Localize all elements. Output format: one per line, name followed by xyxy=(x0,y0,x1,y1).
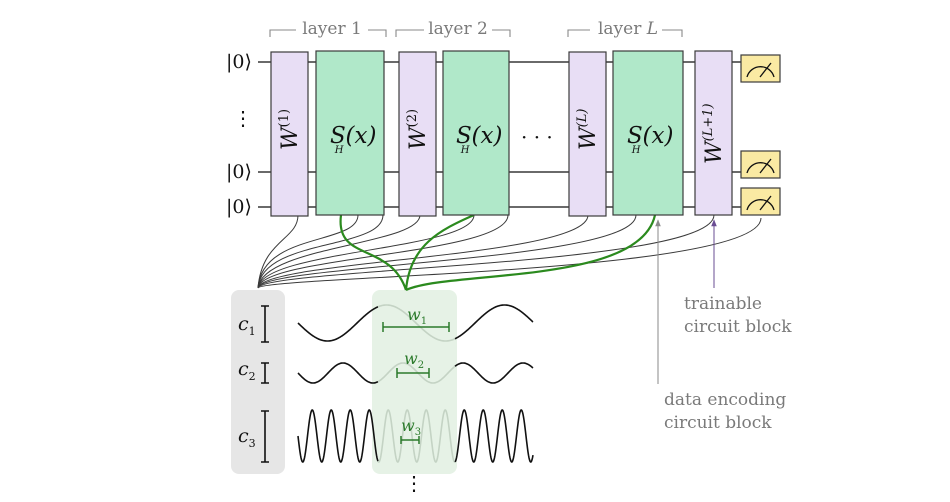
layer-2-label: layer 2 xyxy=(428,19,488,39)
wave-c2 xyxy=(297,362,379,384)
encoding-annotation-line1: data encoding xyxy=(664,390,786,410)
encoding-block-L xyxy=(612,50,684,216)
layer-bracket-1 xyxy=(269,29,387,37)
coefficient-c2: c2 xyxy=(238,358,256,383)
meter-icon xyxy=(746,199,775,211)
frequency-markers xyxy=(382,322,450,444)
encoding-block-1 xyxy=(315,50,385,216)
meter-icon xyxy=(746,162,775,174)
ket-zero-mid: |0⟩ xyxy=(226,161,252,183)
layer-hdots: · · · xyxy=(521,125,553,149)
trainable-block-w2 xyxy=(398,51,437,217)
trainable-block-w1 xyxy=(270,51,309,217)
wave-c1 xyxy=(377,304,456,342)
coefficient-connectors xyxy=(257,214,762,289)
trainable-label-wL: W(L) xyxy=(575,109,601,150)
trainable-annotation-line1: trainable xyxy=(684,294,762,314)
frequency-w2: w2 xyxy=(404,349,424,371)
meter-icon xyxy=(746,66,775,78)
trainable-label-w2: W(2) xyxy=(405,109,431,150)
wave-c3 xyxy=(297,409,379,463)
measurement-bot xyxy=(740,187,781,216)
wave-c1 xyxy=(297,306,379,342)
fourier-waves xyxy=(297,304,534,463)
layer-L-label: layer L xyxy=(598,19,658,39)
qubit-vdots: ⋮ xyxy=(233,106,253,130)
trainable-label-w1: W(1) xyxy=(277,109,303,150)
trainable-block-wL xyxy=(568,51,607,217)
trainable-block-wL1 xyxy=(694,50,733,216)
layer-bracket-L xyxy=(567,29,683,37)
wave-c2 xyxy=(454,362,534,384)
layer-1-label: layer 1 xyxy=(302,19,362,39)
amplitude-bars xyxy=(261,305,269,463)
wave-c1 xyxy=(454,304,534,340)
wave-c3 xyxy=(454,409,534,463)
frequency-w3: w3 xyxy=(401,416,421,438)
trainable-annotation-line2: circuit block xyxy=(684,317,792,337)
encoding-annotation-line2: circuit block xyxy=(664,413,772,433)
wave-c2 xyxy=(377,362,456,384)
frequency-connectors xyxy=(339,213,657,292)
coefficient-c3: c3 xyxy=(238,425,256,450)
ket-zero-top: |0⟩ xyxy=(226,51,252,73)
frequency-vdots: ⋮ xyxy=(404,471,424,495)
layer-bracket-2 xyxy=(395,29,511,37)
coefficient-panel xyxy=(231,290,285,474)
measurement-top xyxy=(740,54,781,83)
measurement-mid xyxy=(740,150,781,179)
wave-c3 xyxy=(377,409,456,463)
ket-zero-bot: |0⟩ xyxy=(226,196,252,218)
frequency-w1: w1 xyxy=(407,305,427,327)
trainable-label-wL1: W(L+1) xyxy=(701,103,727,164)
coefficient-c1: c1 xyxy=(238,313,256,338)
frequency-panel xyxy=(372,290,457,474)
encoding-block-2 xyxy=(442,50,510,216)
